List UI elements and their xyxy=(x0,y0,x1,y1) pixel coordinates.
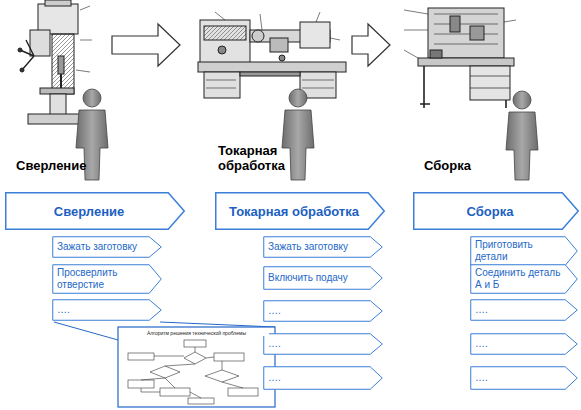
workbench xyxy=(404,8,516,108)
drill-press xyxy=(18,0,92,124)
stage-arrow: Токарная обработка xyxy=(215,192,385,230)
step-text: …. xyxy=(470,304,578,316)
step-text: Зажать заготовку xyxy=(263,241,383,253)
stage-caption: Сверление xyxy=(16,158,146,173)
stage-caption: Токарная обработка xyxy=(218,143,318,173)
step-arrow: Включить подачу xyxy=(263,266,383,290)
arrow-outline xyxy=(263,366,383,390)
lathe xyxy=(198,12,346,98)
step-text: Зажать заготовку xyxy=(52,241,162,253)
arrow-outline xyxy=(263,333,383,355)
step-text: Соединить деталь А и Б xyxy=(470,267,578,291)
arrow-outline xyxy=(263,300,383,322)
step-text: …. xyxy=(52,304,162,316)
step-text: …. xyxy=(263,338,383,350)
step-arrow: …. xyxy=(470,333,578,355)
step-text: …. xyxy=(263,372,383,384)
person-icon xyxy=(506,91,538,180)
step-text: Просверлить отверстие xyxy=(52,267,162,291)
step-text: Сборка xyxy=(413,204,579,219)
step-arrow: …. xyxy=(263,300,383,322)
step-text: …. xyxy=(470,338,578,350)
step-text: Токарная обработка xyxy=(215,204,385,219)
step-arrow: …. xyxy=(263,333,383,355)
person-icon xyxy=(282,89,314,180)
step-arrow: …. xyxy=(263,366,383,390)
step-text: Приготовить детали xyxy=(470,239,578,263)
flowchart-inset xyxy=(118,327,275,407)
inset-title: Алгоритм решения технической проблемы xyxy=(124,330,269,336)
step-arrow: …. xyxy=(470,299,578,321)
step-arrow: …. xyxy=(52,299,162,321)
step-text: Включить подачу xyxy=(263,272,383,284)
flow-arrow xyxy=(352,24,390,66)
stage-caption: Сборка xyxy=(424,158,524,173)
stage-arrow: Сборка xyxy=(413,192,579,230)
step-arrow: Приготовить детали xyxy=(470,236,578,266)
step-text: …. xyxy=(470,372,578,384)
step-text: …. xyxy=(263,305,383,317)
step-arrow: Просверлить отверстие xyxy=(52,264,162,294)
stage-arrow: Сверление xyxy=(5,192,185,230)
step-arrow: Зажать заготовку xyxy=(263,236,383,258)
step-arrow: …. xyxy=(470,366,578,390)
step-arrow: Зажать заготовку xyxy=(52,236,162,258)
step-arrow: Соединить деталь А и Б xyxy=(470,264,578,294)
flow-arrow xyxy=(112,24,180,66)
step-text: Сверление xyxy=(5,204,185,219)
